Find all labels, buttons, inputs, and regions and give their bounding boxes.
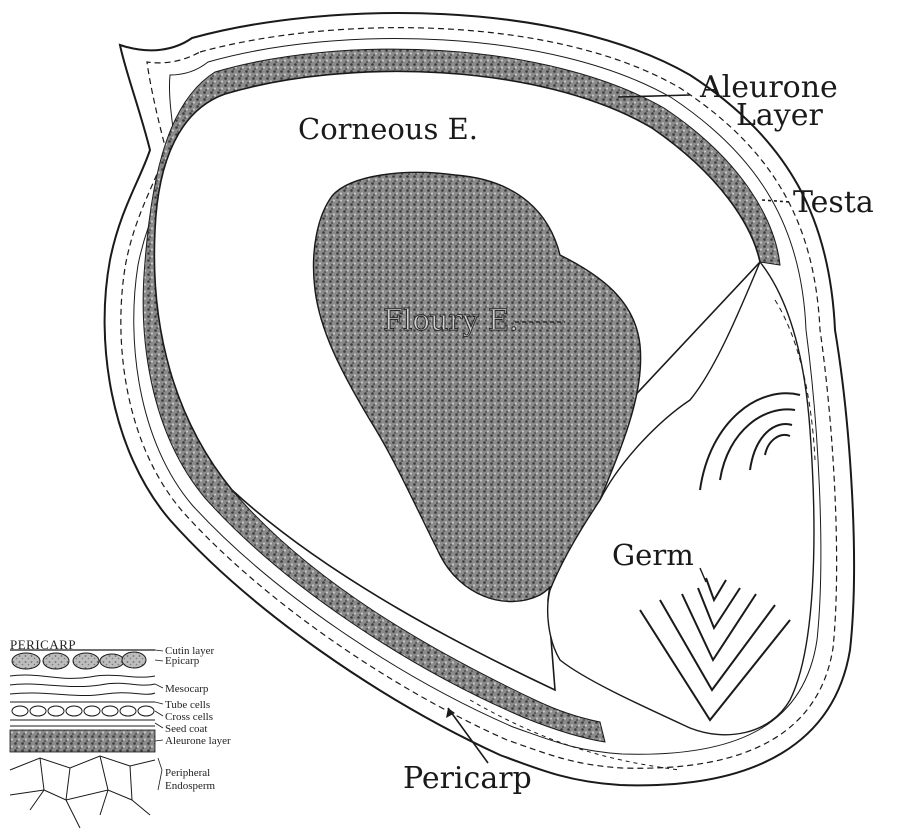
inset-layer-label: Mesocarp xyxy=(165,684,208,695)
inset-layer-label: Aleurone layer xyxy=(165,736,231,747)
inset-layer-label: Seed coat xyxy=(165,724,207,735)
pericarp-inset xyxy=(10,650,163,828)
floury-label: Floury E. xyxy=(383,306,518,335)
inset-layer-label: Epicarp xyxy=(165,656,199,667)
pericarp-label: Pericarp xyxy=(403,764,532,794)
inset-layer-label: Tube cells xyxy=(165,700,210,711)
inset-layer-label: Peripheral xyxy=(165,768,210,779)
inset-stipple-band xyxy=(10,730,155,752)
testa-label: Testa xyxy=(793,188,874,218)
testa-leader xyxy=(762,200,790,202)
pericarp-leader xyxy=(448,708,488,763)
inset-layer-label: Endosperm xyxy=(165,781,215,792)
inset-title: PERICARP xyxy=(10,638,76,651)
aleurone-label-line2: Layer xyxy=(736,101,823,131)
inset-layer-label: Cross cells xyxy=(165,712,213,723)
germ-label: Germ xyxy=(612,541,694,570)
corneous-label: Corneous E. xyxy=(298,115,478,144)
